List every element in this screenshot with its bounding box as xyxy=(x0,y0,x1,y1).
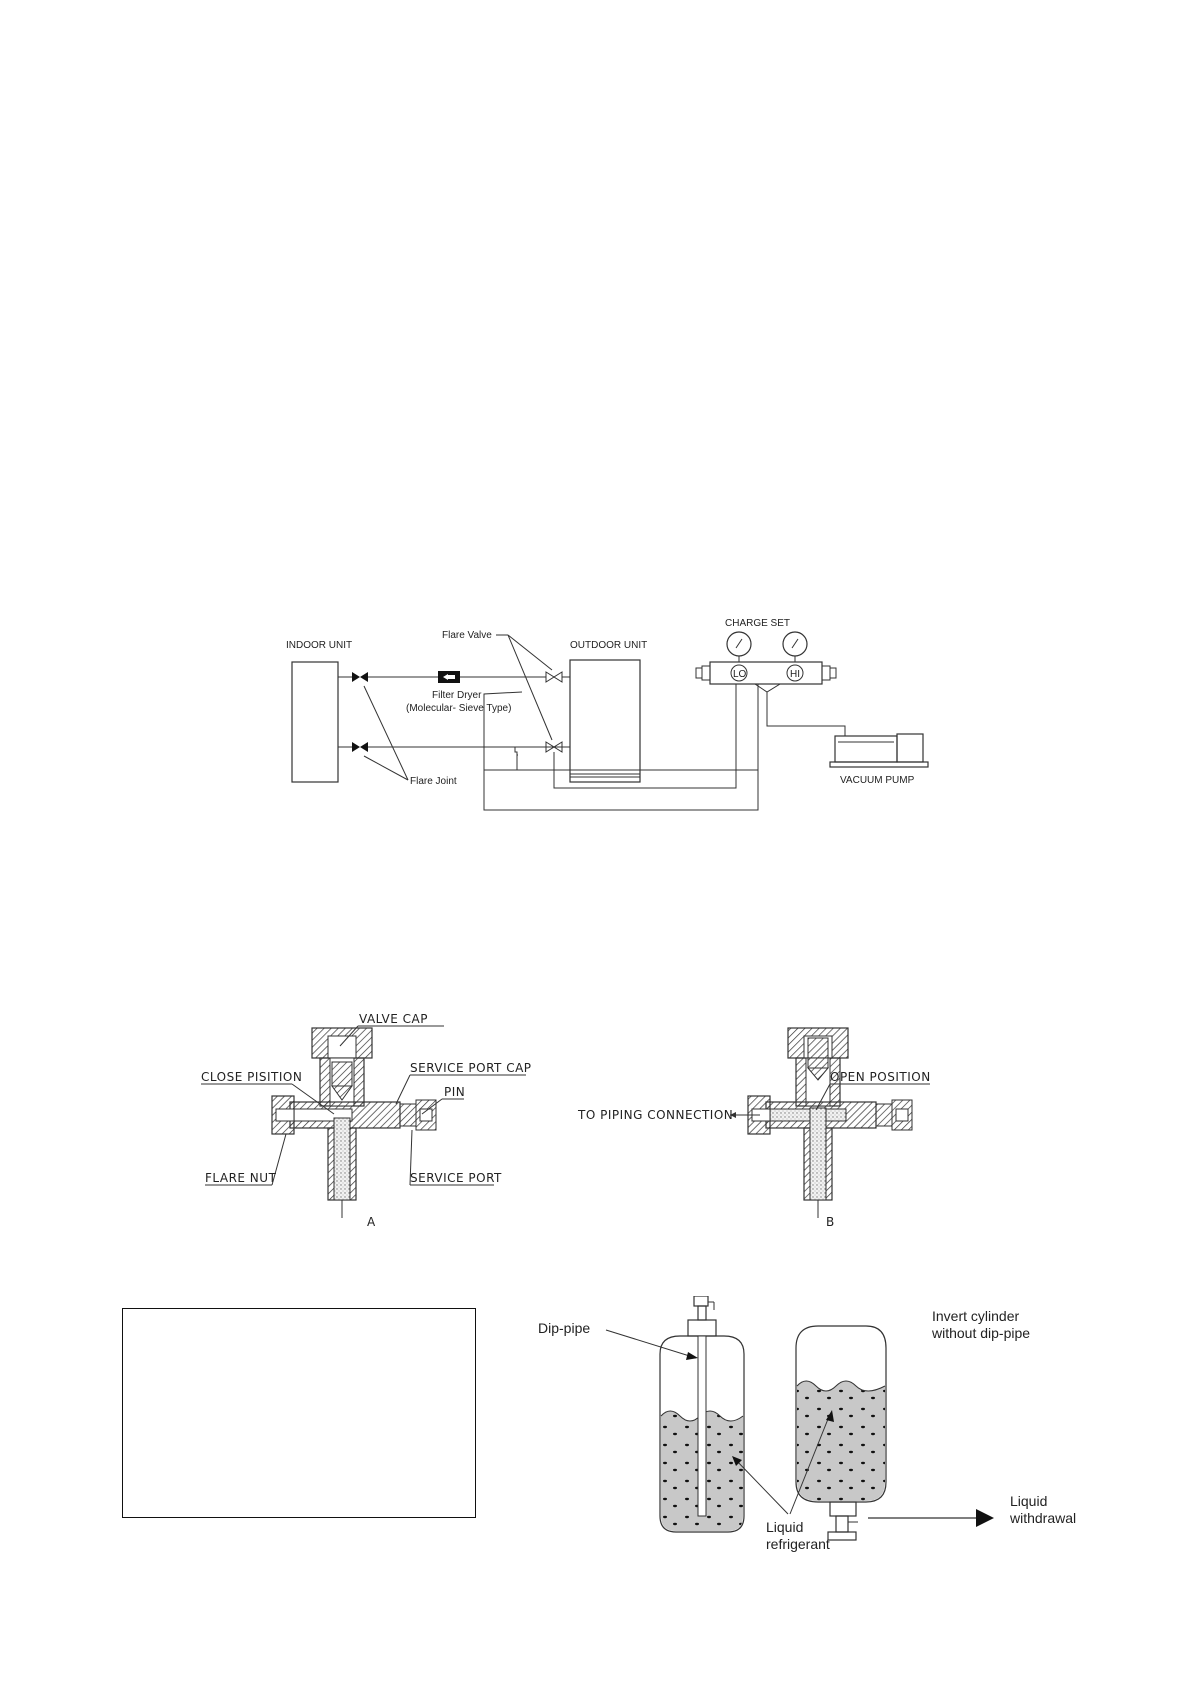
flare-nut-label: FLARE NUT xyxy=(205,1171,277,1185)
service-port-label: SERVICE PORT xyxy=(410,1171,502,1185)
liquid-withdrawal-label: Liquid xyxy=(1010,1493,1047,1509)
dip-pipe-label: Dip-pipe xyxy=(538,1320,590,1336)
flare-joint-top xyxy=(352,672,368,682)
flare-valve-label: Flare Valve xyxy=(442,630,492,641)
withdrawal-arrow xyxy=(976,1509,994,1527)
filter-dryer-label: Filter Dryer xyxy=(432,690,482,701)
flare-joint-bottom xyxy=(352,742,368,752)
valve-b-caption: B xyxy=(826,1215,835,1228)
lo-gauge-port xyxy=(730,664,748,682)
blank-note-box xyxy=(122,1308,476,1518)
close-position-label: CLOSE PISITION xyxy=(201,1070,302,1084)
flare-joint-label: Flare Joint xyxy=(410,776,457,787)
high-side-hose xyxy=(483,691,756,771)
service-port-cap-label: SERVICE PORT CAP xyxy=(410,1061,532,1075)
to-piping-label: TO PIPING CONNECTION xyxy=(577,1108,733,1122)
pin-label: PIN xyxy=(444,1085,465,1099)
liquid-refrigerant-sub-label: refrigerant xyxy=(766,1536,830,1552)
valve-cap-label: VALVE CAP xyxy=(359,1012,428,1026)
indoor-unit-box xyxy=(291,661,339,783)
liquid-refrigerant-label: Liquid xyxy=(766,1519,803,1535)
inverted-cylinder xyxy=(795,1325,887,1541)
valve-b-body xyxy=(747,1027,913,1218)
filter-dryer-type-label: (Molecular- Sieve Type) xyxy=(406,703,511,714)
filter-dryer xyxy=(438,671,460,683)
invert-cylinder-label: Invert cylinder xyxy=(932,1308,1019,1324)
lo-gauge-label: LO xyxy=(733,669,747,680)
cylinder-diagram: Dip-pipe Invert cylinder without dip-pip… xyxy=(538,1296,1076,1552)
hi-gauge-port xyxy=(786,664,804,682)
charge-set-label: CHARGE SET xyxy=(725,618,790,629)
lo-hose xyxy=(514,746,570,770)
vacuum-pump xyxy=(829,733,929,768)
cylinder-with-dip-pipe xyxy=(659,1296,745,1533)
outdoor-unit-label: OUTDOOR UNIT xyxy=(570,640,647,651)
outdoor-unit-box xyxy=(569,659,641,783)
valve-a-body xyxy=(271,1027,437,1218)
flare-valve-top xyxy=(545,671,563,683)
indoor-unit-label: INDOOR UNIT xyxy=(286,640,352,651)
charge-set-manifold xyxy=(695,631,837,693)
vacuum-pump-label: VACUUM PUMP xyxy=(840,775,915,786)
valve-a-caption: A xyxy=(367,1215,376,1228)
piping-diagram: INDOOR UNIT Filter Dryer (Molecular- Sie… xyxy=(286,618,929,811)
vacuum-hose xyxy=(766,692,846,736)
service-valve-diagram: VALVE CAP CLOSE PISITION SERVICE PORT CA… xyxy=(201,1012,931,1228)
open-position-label: OPEN POSITION xyxy=(830,1070,931,1084)
hi-gauge-label: HI xyxy=(790,669,800,680)
low-side-hose xyxy=(553,684,737,789)
liquid-withdrawal-sub-label: withdrawal xyxy=(1009,1510,1076,1526)
invert-cylinder-sub-label: without dip-pipe xyxy=(931,1325,1030,1341)
